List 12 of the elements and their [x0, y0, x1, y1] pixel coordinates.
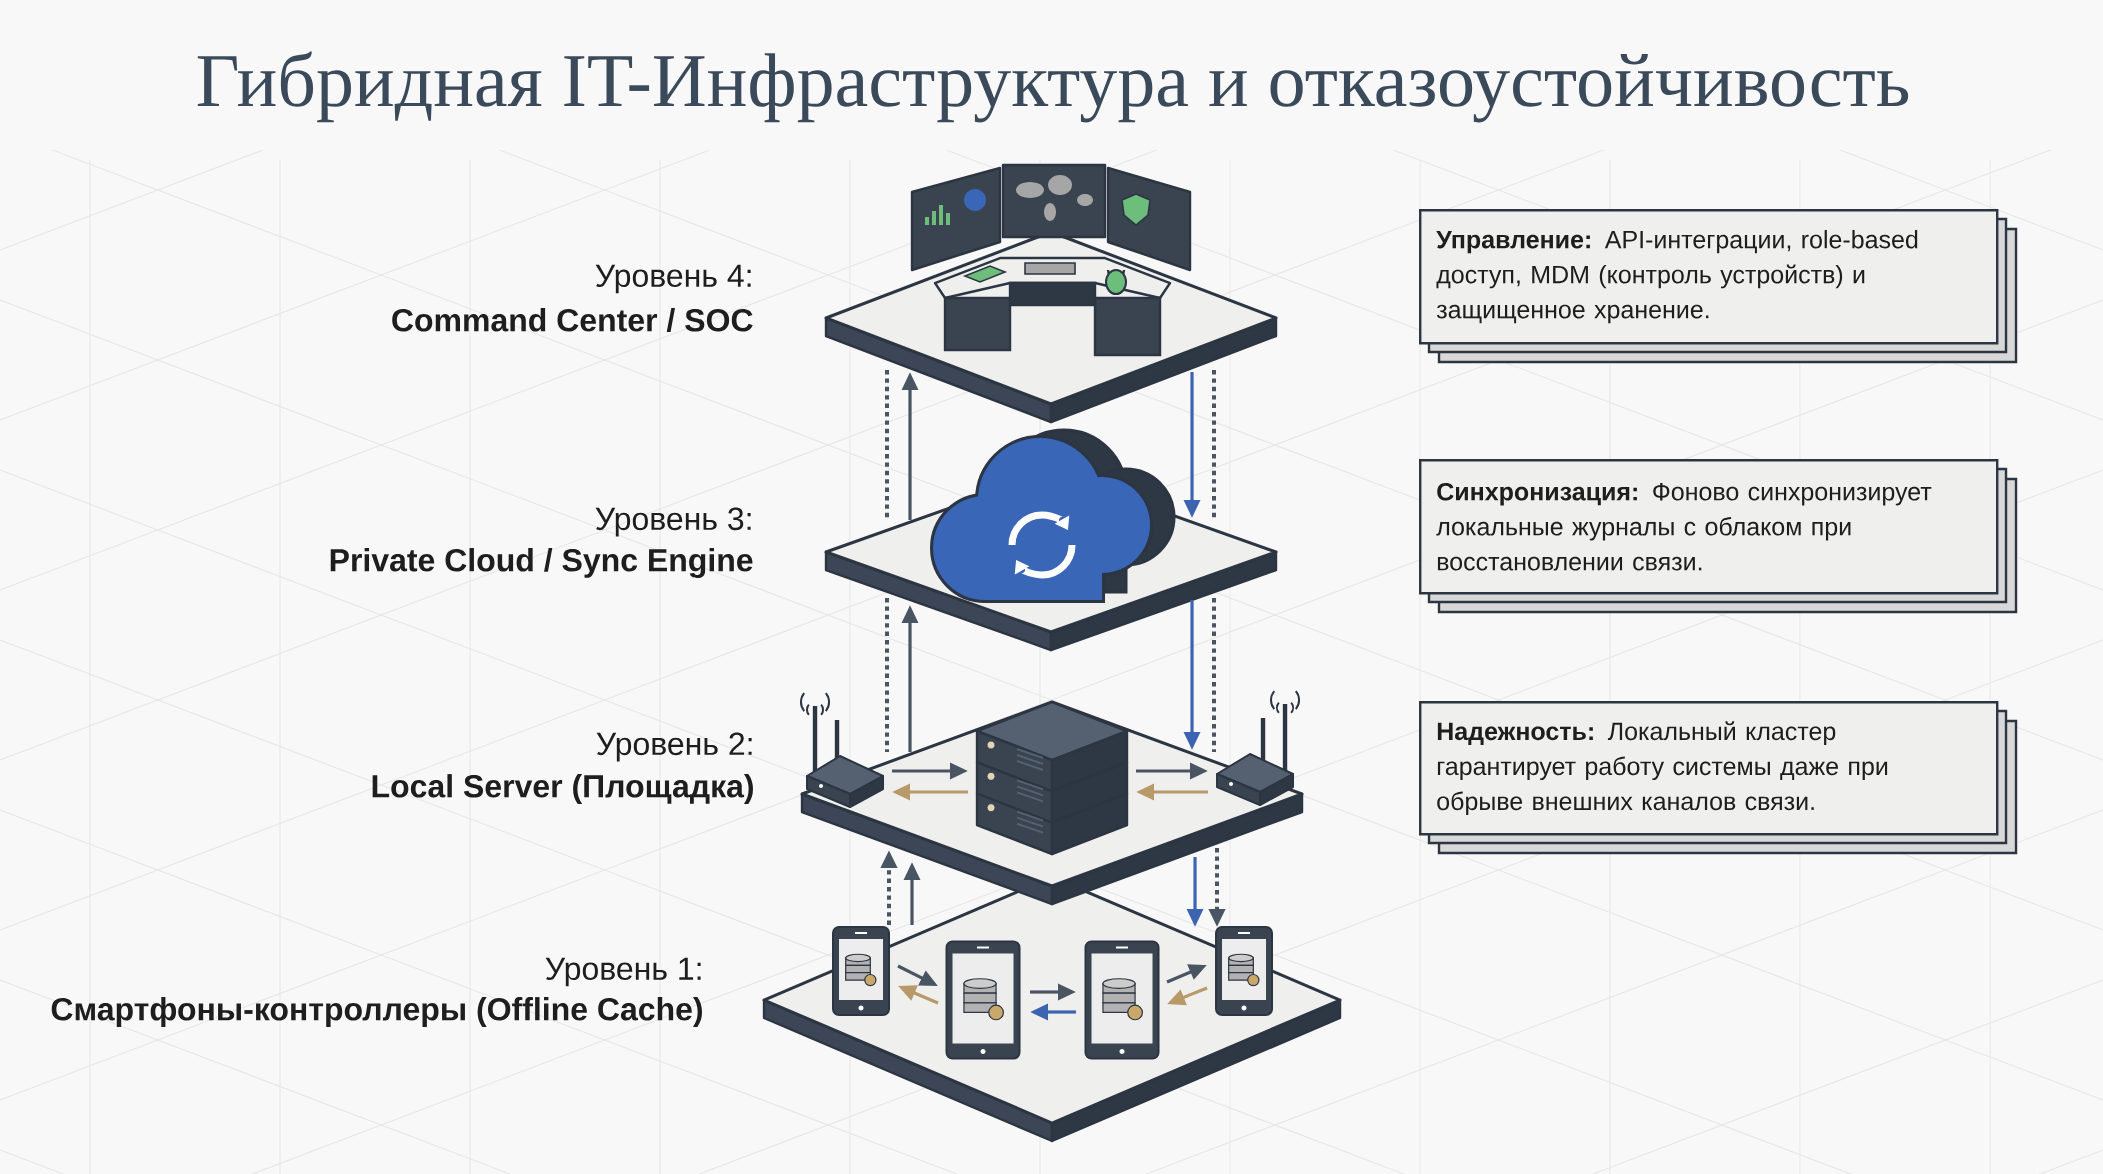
level-title: Local Server (Площадка) [372, 774, 753, 804]
level-number: Уровень 3: [595, 507, 751, 537]
info-card: Надежность: Локальный кластер гарантирует работу системы даже при обрыве внешних каналов связи. [1419, 701, 2018, 855]
info-card: Синхронизация: Фоново синхронизирует локальные журналы с облаком при восстановлении связи. [1419, 459, 2018, 614]
info-card: Управление: API-интеграции, role-based доступ, MDM (контроль устройств) и защищенное хранение. [1419, 209, 2018, 364]
title: Гибридная IT-Инфраструктура и отказоустойчивость [197, 51, 1909, 123]
level-number: Уровень 4: [595, 264, 751, 294]
level-number: Уровень 2: [596, 732, 752, 762]
level-title: Private Cloud / Sync Engine [330, 548, 753, 578]
level-number: Уровень 1: [545, 957, 701, 987]
level-title: Смартфоны-контроллеры (Offline Cache) [51, 997, 702, 1027]
level-title: Command Center / SOC [392, 308, 753, 332]
